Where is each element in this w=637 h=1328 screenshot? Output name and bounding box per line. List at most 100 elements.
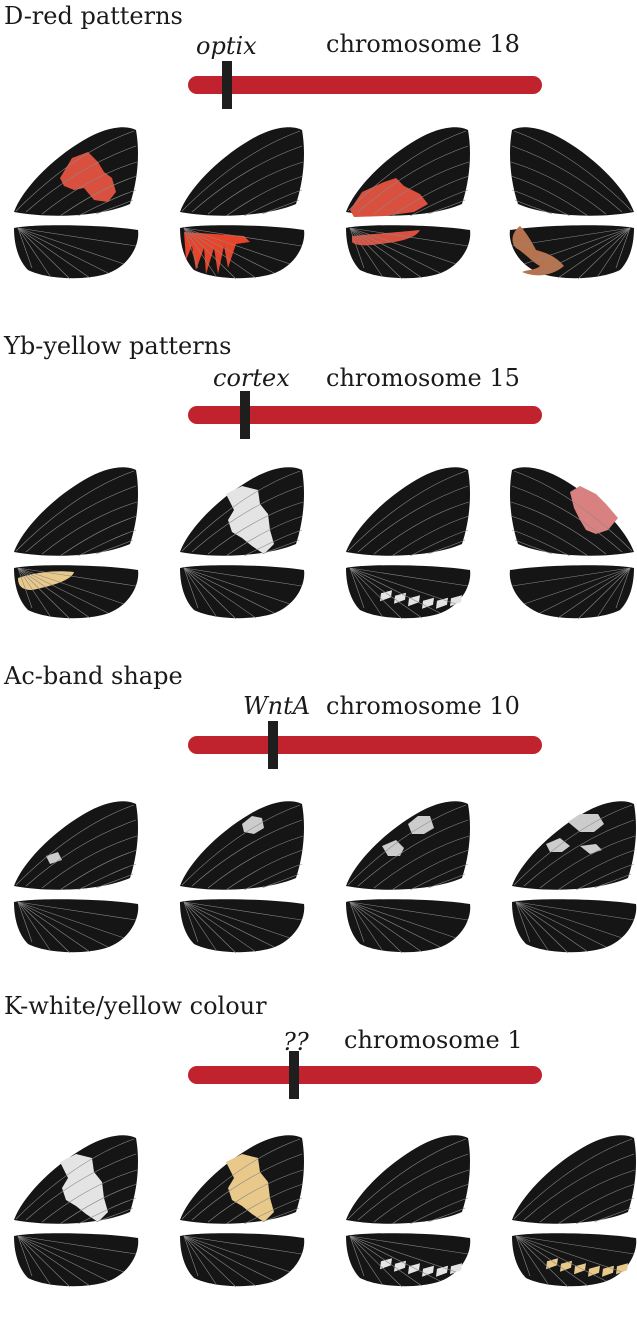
wing-vein xyxy=(191,1153,303,1221)
wing-vein xyxy=(515,901,589,953)
wing-vein xyxy=(515,1235,623,1273)
wing-vein xyxy=(17,227,91,279)
wing-vein xyxy=(183,901,275,948)
hindwing-pattern xyxy=(616,1263,628,1275)
wing-vein xyxy=(225,175,304,217)
wing-vein xyxy=(511,227,631,247)
wing-row xyxy=(14,127,634,280)
forewing-pattern xyxy=(226,486,274,554)
wing-vein xyxy=(41,501,138,555)
wing-vein xyxy=(523,819,635,887)
panel-title: D-red patterns xyxy=(4,2,183,30)
chromosome-label: chromosome 10 xyxy=(326,692,520,720)
wing-vein xyxy=(357,145,469,213)
butterfly-wing-pair xyxy=(512,1135,637,1288)
wing-vein xyxy=(25,145,137,213)
wing-vein xyxy=(183,901,303,921)
wing-vein xyxy=(511,189,571,217)
wing-vein xyxy=(577,227,631,280)
butterfly-wing-pair xyxy=(509,467,634,620)
wing-vein xyxy=(25,819,137,887)
hindwing-pattern xyxy=(422,1265,434,1277)
wing-vein xyxy=(391,849,470,891)
butterfly-wing-pair xyxy=(180,127,305,280)
hindwing-pattern xyxy=(380,590,392,602)
wing-vein xyxy=(225,1183,304,1225)
hindwing xyxy=(512,899,637,953)
wing-vein xyxy=(515,901,569,954)
wing-vein xyxy=(347,470,467,552)
wing-vein xyxy=(183,567,291,605)
wing-vein xyxy=(17,1235,91,1287)
wing-vein xyxy=(349,227,469,247)
wing-vein xyxy=(17,227,33,269)
chromosome-bar xyxy=(188,736,542,754)
hindwing-pattern xyxy=(380,1258,392,1270)
wing-vein xyxy=(357,819,469,887)
wing-vein xyxy=(77,863,137,891)
wing-vein xyxy=(515,901,531,943)
wing-vein xyxy=(183,901,217,951)
wing-vein xyxy=(511,485,623,553)
wing-vein xyxy=(409,863,469,891)
forewing-pattern xyxy=(242,816,264,834)
wing-vein xyxy=(183,1235,275,1282)
hindwing xyxy=(346,899,471,953)
locus-marker xyxy=(221,61,232,109)
wing-vein xyxy=(511,567,631,587)
wing-vein xyxy=(539,567,631,614)
wing-vein xyxy=(349,227,365,269)
wing-vein xyxy=(207,501,304,555)
wing-vein xyxy=(409,529,469,557)
wing-vein xyxy=(539,227,631,274)
wing-vein xyxy=(349,901,423,953)
panel-yb-yellow: Yb-yellow patterns cortex chromosome 15 xyxy=(0,330,637,650)
wing-vein xyxy=(77,529,137,557)
wing-vein xyxy=(349,1235,441,1282)
chromosome-bar xyxy=(188,76,542,94)
wing-vein xyxy=(349,1235,403,1288)
gene-label: optix xyxy=(196,32,257,60)
wing-vein xyxy=(515,901,623,939)
wing-row xyxy=(14,1135,637,1288)
wing-vein xyxy=(357,485,469,553)
wing-vein xyxy=(181,1138,301,1220)
panel-title: Ac-band shape xyxy=(4,662,183,690)
panel-title: Yb-yellow patterns xyxy=(4,332,232,360)
wing-vein xyxy=(349,567,441,614)
butterfly-wing-pair xyxy=(14,801,139,954)
wing-vein xyxy=(181,130,301,212)
wing-vein xyxy=(349,901,403,954)
wing-vein xyxy=(513,130,633,212)
wing-vein xyxy=(514,199,553,215)
wing-vein xyxy=(243,1197,303,1225)
butterfly-wing-pair xyxy=(512,801,637,954)
wing-vein xyxy=(243,189,303,217)
wing-vein xyxy=(41,835,138,889)
chromosome-label: chromosome 18 xyxy=(326,30,520,58)
wing-vein xyxy=(515,901,635,921)
wing-vein xyxy=(349,1235,457,1273)
wing-vein xyxy=(207,1169,304,1223)
wing-vein xyxy=(191,819,303,887)
hindwing xyxy=(14,225,139,279)
forewing xyxy=(346,801,470,890)
wing-vein xyxy=(593,873,632,889)
wing-vein xyxy=(183,567,199,609)
wing-vein xyxy=(183,567,217,617)
wing-vein xyxy=(183,901,291,939)
hindwing-pattern xyxy=(450,1263,462,1275)
locus-marker xyxy=(239,391,250,439)
wing-vein xyxy=(17,567,125,605)
wing-vein xyxy=(41,1169,138,1223)
forewing xyxy=(346,467,470,556)
wing-vein xyxy=(349,1235,365,1277)
hindwing xyxy=(14,1233,139,1287)
wing-vein xyxy=(349,567,423,619)
wing-vein xyxy=(615,227,631,269)
wing-vein xyxy=(391,175,470,217)
wing-vein xyxy=(514,539,553,555)
wing-vein xyxy=(17,1235,51,1285)
wing-vein xyxy=(593,1207,632,1223)
chromosome-label: chromosome 1 xyxy=(344,1026,523,1054)
